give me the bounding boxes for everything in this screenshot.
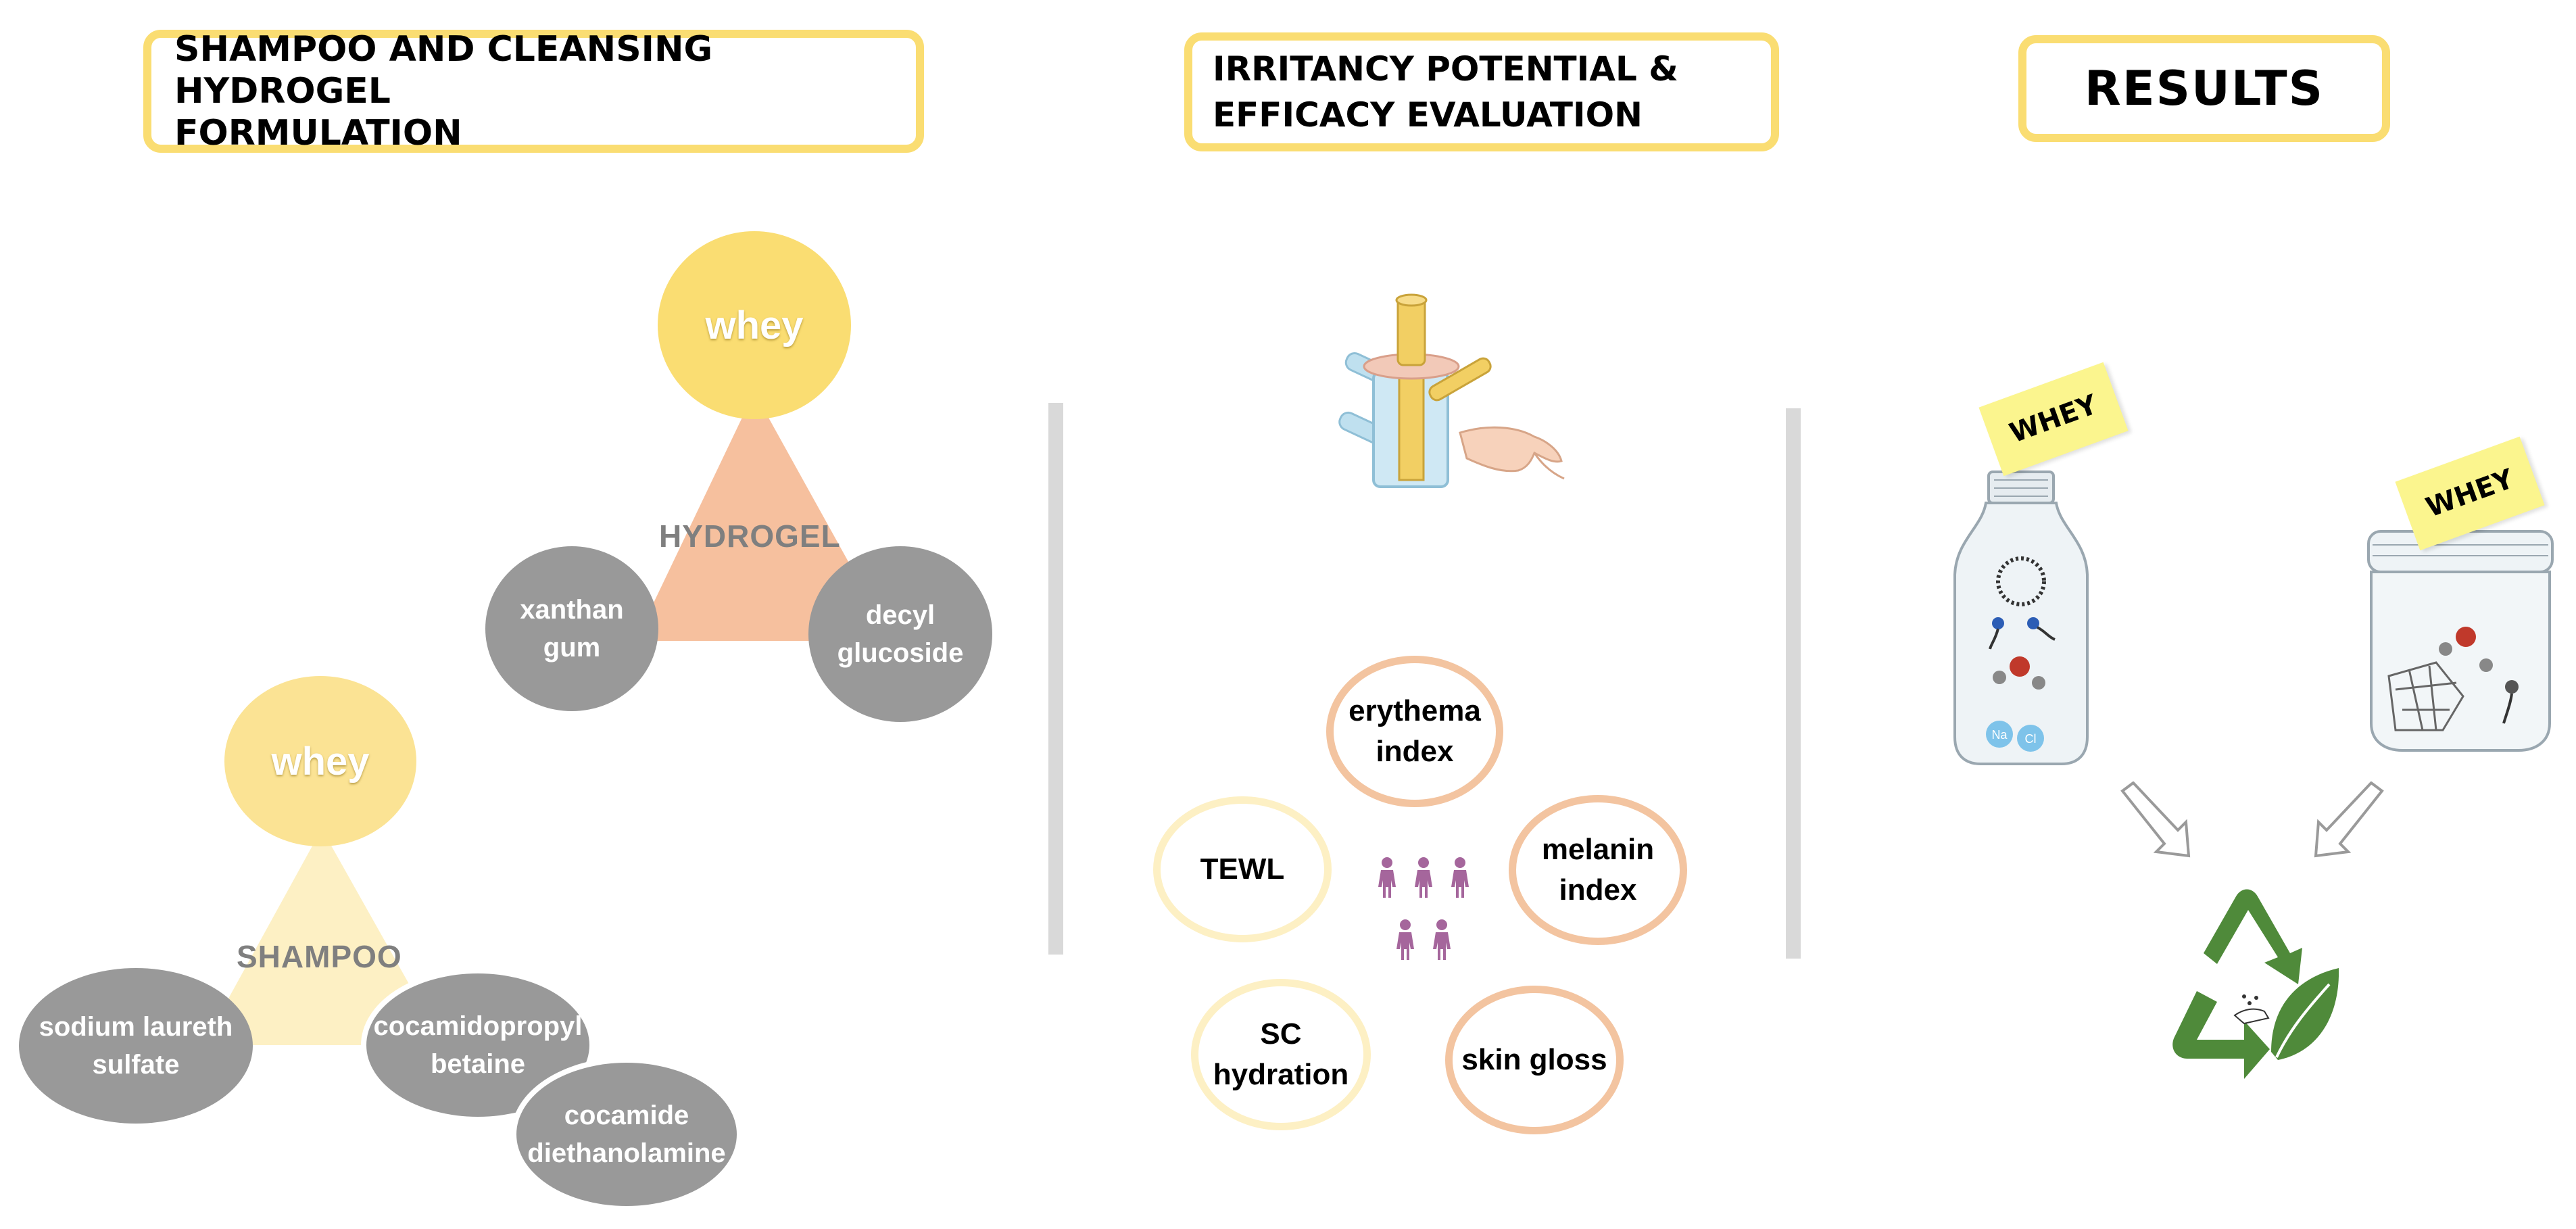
cocamide-diethanolamine-circle: cocamide diethanolamine — [511, 1057, 742, 1211]
hydrogel-jar-icon — [2367, 530, 2554, 752]
hydrogel-whey-circle: whey — [658, 231, 851, 419]
sc-hydration-ring: SC hydration — [1191, 979, 1371, 1130]
chloride-ion-label: Cl — [2025, 732, 2037, 746]
evaluation-header: IRRITANCY POTENTIAL & EFFICACY EVALUATIO… — [1184, 32, 1779, 151]
formulation-header: SHAMPOO AND CLEANSING HYDROGEL FORMULATI… — [143, 29, 924, 153]
hydrogel-label: HYDROGEL — [659, 519, 841, 554]
evaluation-header-line-2: EFFICACY EVALUATION — [1213, 95, 1643, 135]
volunteers-people-icon — [1378, 857, 1469, 960]
shampoo-whey-label: whey — [271, 739, 370, 784]
sodium-laureth-sulfate-label: sodium laureth sulfate — [39, 1012, 233, 1080]
franz-diffusion-cell-icon — [1338, 293, 1565, 488]
melanin-index-label: melanin index — [1541, 833, 1655, 907]
recycle-leaf-icon — [2172, 889, 2339, 1079]
skin-gloss-label: skin gloss — [1461, 1043, 1607, 1076]
section-divider-right — [1786, 408, 1801, 959]
melanin-index-ring: melanin index — [1509, 795, 1687, 945]
tewl-label: TEWL — [1200, 852, 1285, 886]
section-divider-left — [1048, 403, 1063, 955]
erythema-index-ring: erythema index — [1326, 656, 1503, 807]
sodium-ion-label: Na — [1991, 728, 2008, 742]
formulation-header-line-2: FORMULATION — [174, 113, 462, 153]
sc-hydration-label: SC hydration — [1213, 1017, 1349, 1091]
jar-whey-tag-label: WHEY — [2422, 463, 2518, 524]
decyl-glucoside-circle: decyl glucoside — [808, 546, 992, 722]
arrow-from-jar-icon — [2314, 781, 2384, 858]
arrow-from-bottle-icon — [2120, 781, 2191, 858]
sodium-laureth-sulfate-circle: sodium laureth sulfate — [19, 968, 253, 1124]
shampoo-label: SHAMPOO — [237, 939, 402, 974]
decyl-glucoside-label: decyl glucoside — [837, 600, 964, 668]
results-header-text: RESULTS — [2084, 61, 2325, 116]
tewl-ring: TEWL — [1153, 796, 1332, 942]
hydrogel-whey-label: whey — [705, 303, 804, 347]
bottle-whey-tag-label: WHEY — [2006, 389, 2101, 450]
skin-gloss-ring: skin gloss — [1445, 986, 1624, 1134]
evaluation-header-line-1: IRRITANCY POTENTIAL & — [1213, 49, 1678, 89]
erythema-index-label: erythema index — [1348, 694, 1481, 768]
xanthan-gum-label: xanthan gum — [520, 595, 624, 662]
xanthan-gum-circle: xanthan gum — [485, 546, 658, 711]
cocamidopropyl-betaine-label: cocamidopropyl betaine — [373, 1011, 583, 1079]
results-header: RESULTS — [2018, 35, 2390, 142]
formulation-header-line-1: SHAMPOO AND CLEANSING HYDROGEL — [174, 29, 713, 112]
shampoo-bottle-icon: Na Cl — [1953, 471, 2089, 765]
cocamide-diethanolamine-label: cocamide diethanolamine — [527, 1101, 726, 1168]
shampoo-whey-circle: whey — [224, 676, 416, 846]
